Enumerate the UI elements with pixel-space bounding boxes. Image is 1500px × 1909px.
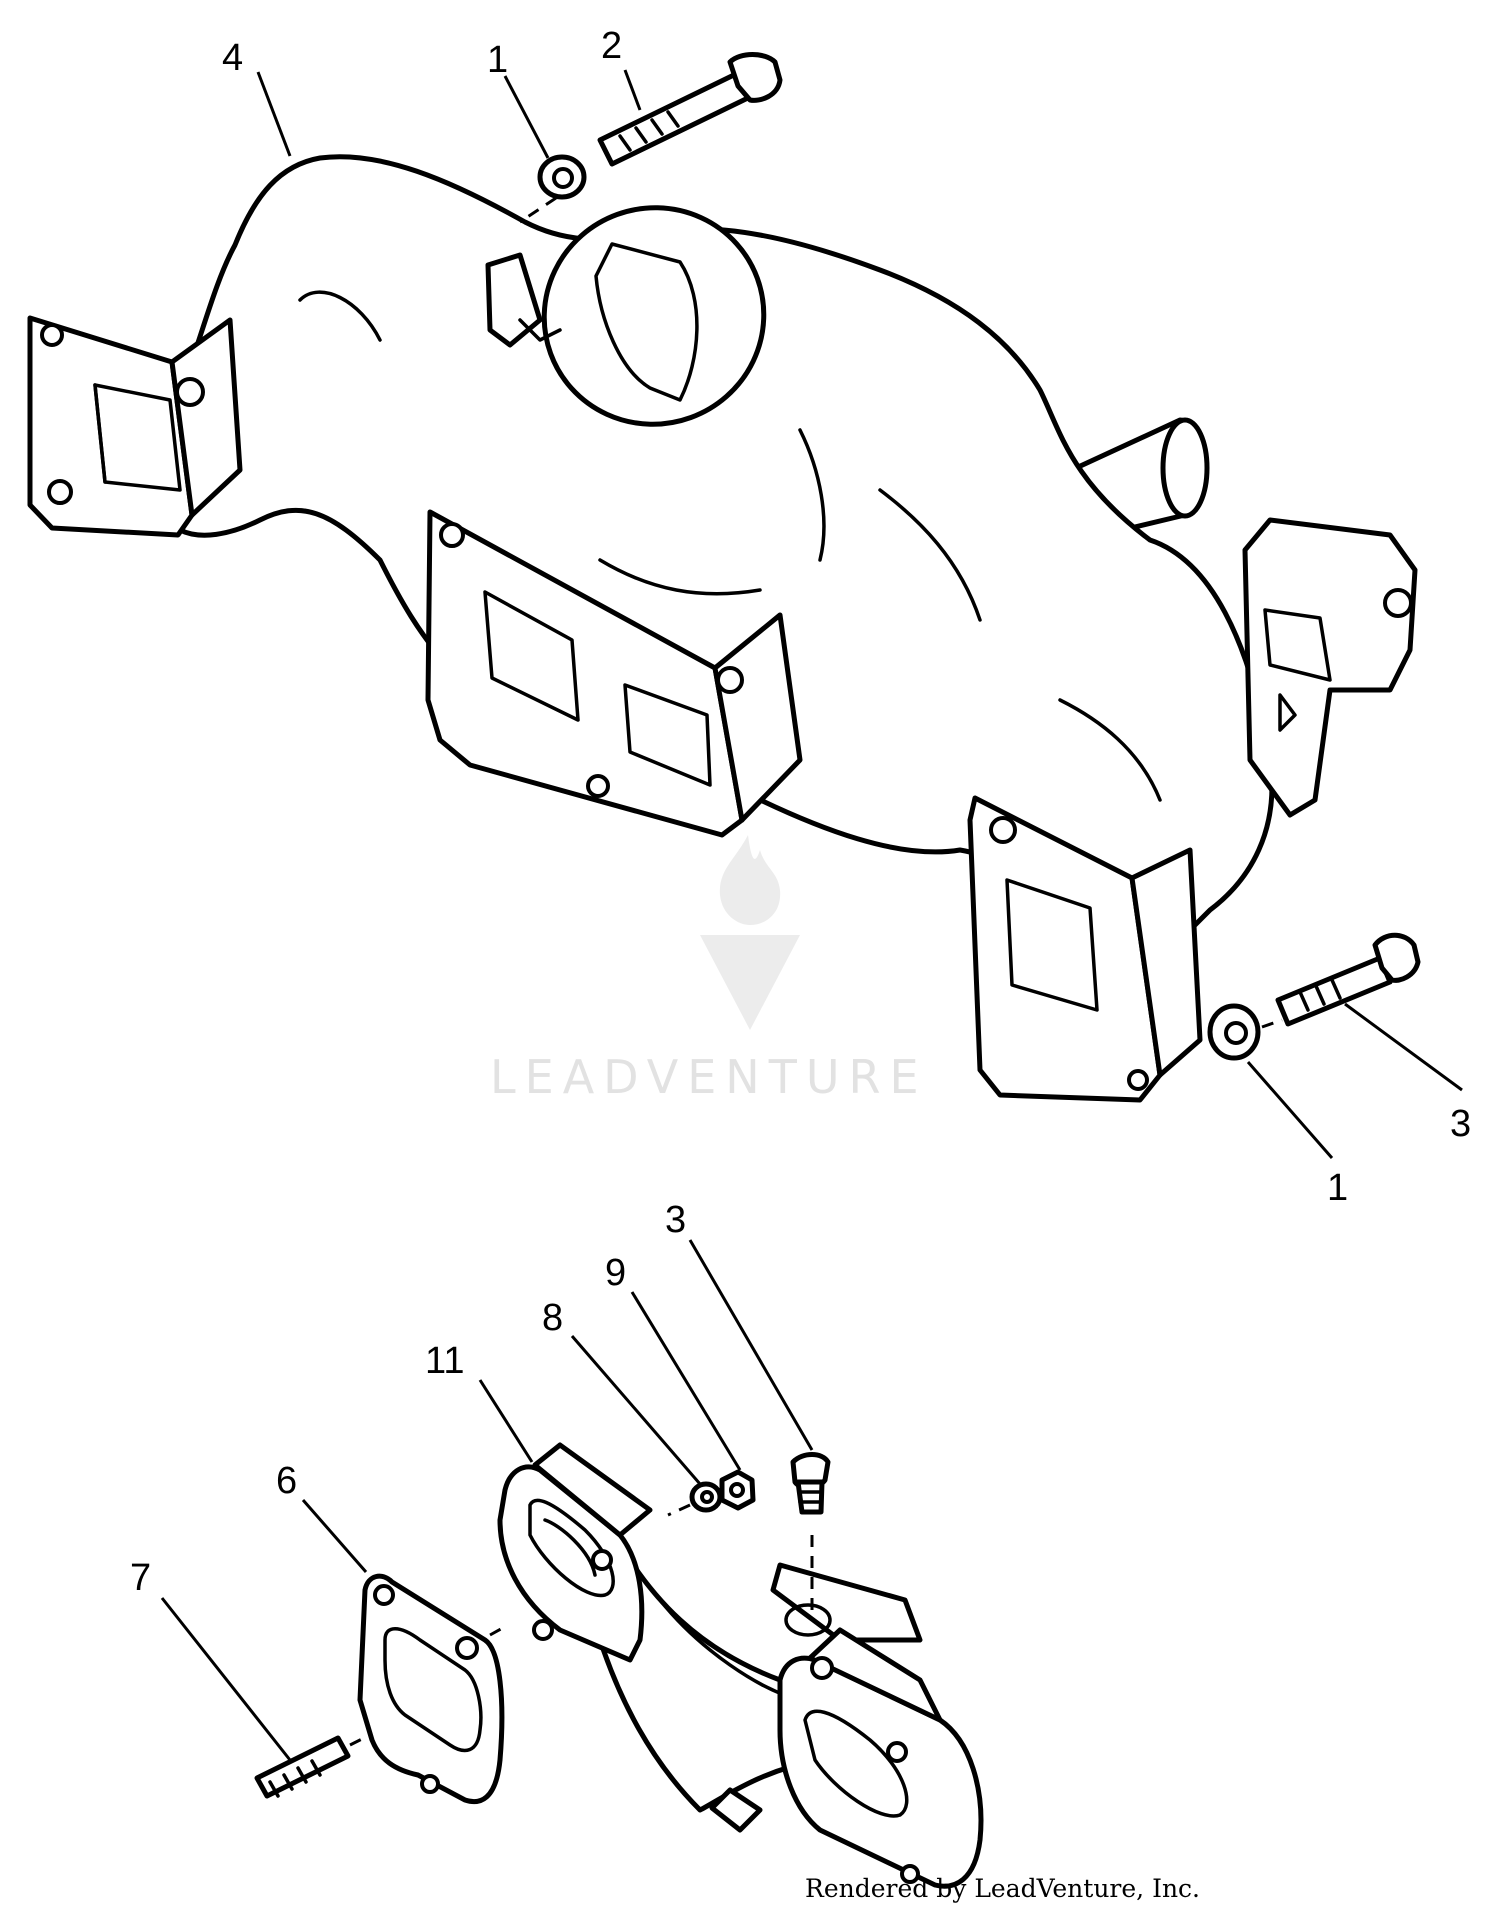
exhaust-manifold (497, 1442, 984, 1889)
callout-11: 11 (425, 1340, 464, 1382)
lock-washer (689, 1481, 723, 1513)
manifold-rear-tube-end (1160, 417, 1210, 519)
cap-screw-right (1275, 932, 1421, 1027)
watermark-brand: LEADVENTURE (490, 1050, 928, 1104)
assembly-line-stud (349, 1733, 371, 1747)
leadventure-logo-icon (700, 835, 800, 1030)
callout-8: 8 (542, 1297, 563, 1339)
callout-6: 6 (276, 1460, 297, 1502)
manifold-mount-boss (1242, 517, 1418, 818)
callouts: 4 1 2 3 1 3 9 8 11 6 7 (130, 25, 1471, 1599)
cap-screw-top (597, 52, 783, 167)
manifold-outlet-tab (485, 252, 543, 348)
callout-1-right: 1 (1327, 1167, 1348, 1209)
assembly-line-washer-right (1261, 1018, 1283, 1029)
intake-manifold (27, 154, 1418, 1103)
callout-1-top: 1 (487, 39, 508, 81)
assembly-line-washer-top (519, 196, 557, 224)
manifold-stud (254, 1735, 351, 1799)
assembly-line-gasket (489, 1623, 509, 1637)
manifold-gasket (357, 1573, 505, 1805)
flat-washer-top (537, 154, 587, 200)
exhaust-manifold-port-left (497, 1464, 645, 1663)
leader-lines (160, 69, 1463, 1761)
callout-4-top: 4 (222, 37, 243, 79)
cap-screw-lower (790, 1452, 831, 1515)
callout-2-top: 2 (601, 25, 622, 67)
flat-washer-right (1207, 1003, 1261, 1061)
assembly-line-nut (667, 1503, 691, 1517)
render-credit: Rendered by LeadVenture, Inc. (805, 1874, 1200, 1903)
callout-3-lower: 3 (665, 1199, 686, 1241)
manifold-outlet-housing (541, 205, 767, 427)
callout-7: 7 (130, 1557, 151, 1599)
hex-nut (719, 1469, 756, 1511)
callout-3-right: 3 (1450, 1103, 1471, 1145)
callout-9: 9 (605, 1252, 626, 1294)
